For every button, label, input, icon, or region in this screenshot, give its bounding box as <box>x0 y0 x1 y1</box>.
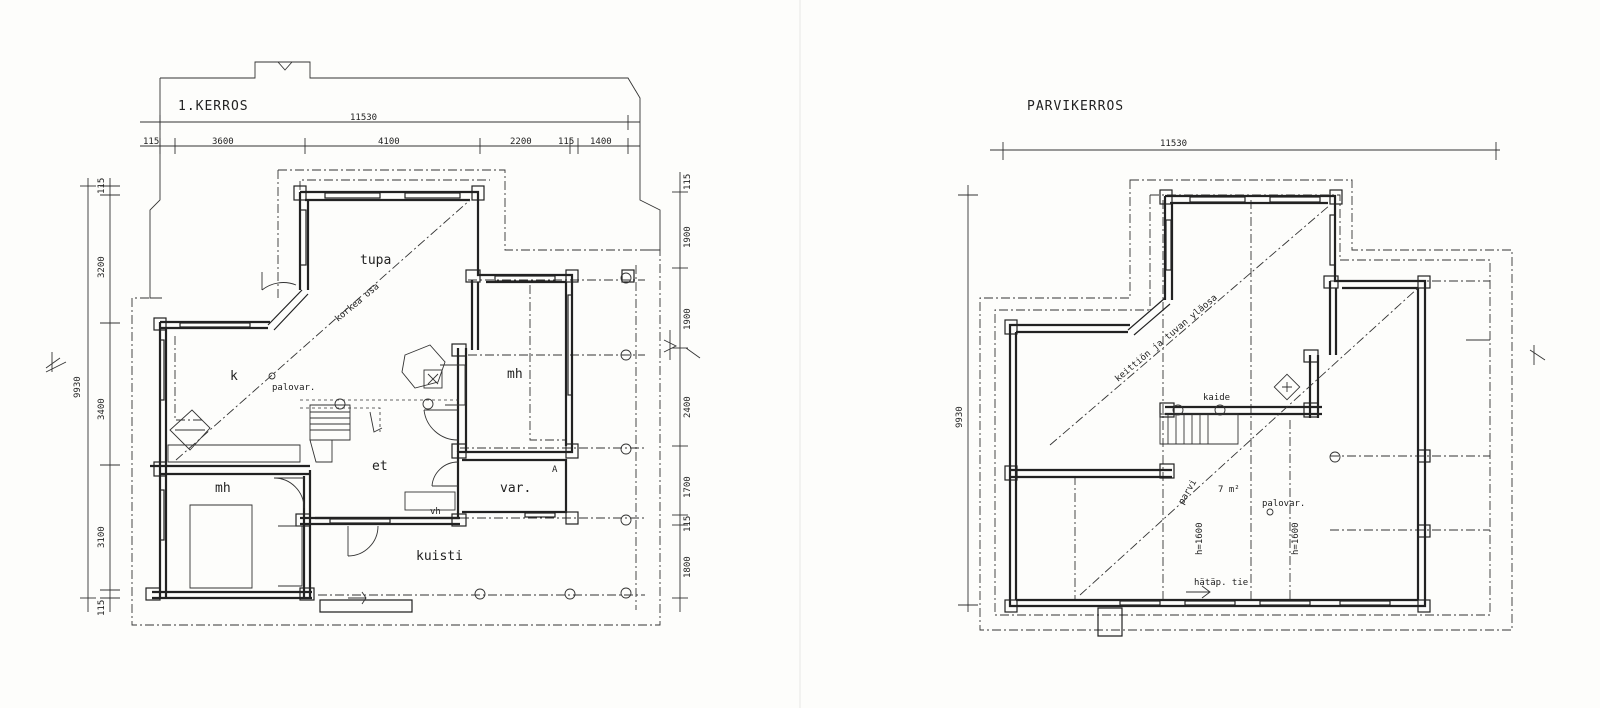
room-label-k: k <box>230 369 238 384</box>
loft-foundation-inner <box>994 194 1491 616</box>
dim-left-4: 3100 <box>97 526 107 548</box>
dim-right-4: 2400 <box>683 396 693 418</box>
dim-left-3: 3400 <box>97 398 107 420</box>
dim-right-7: 1800 <box>683 556 693 578</box>
dim-total-width: 11530 <box>350 113 377 123</box>
loft-dim-ticks-left <box>958 194 978 606</box>
dim-left-1: 115 <box>97 178 107 194</box>
first-floor-title: 1.KERROS <box>178 99 249 114</box>
dim-top-5: 115 <box>558 137 574 147</box>
label-marker-a: A <box>552 465 558 475</box>
log-joints <box>145 185 635 601</box>
loft-label-palovar: palovar. <box>1262 499 1305 509</box>
loft-walls <box>1008 194 1427 637</box>
loft-foundation-outline <box>979 179 1513 631</box>
room-label-mh-lower: mh <box>215 481 231 496</box>
label-korkea-osa: korkea osa <box>334 282 382 324</box>
loft-dim-total-width: 11530 <box>1160 139 1187 149</box>
loft-diagonal-line-upper <box>1049 204 1331 446</box>
room-label-var: var. <box>500 481 531 496</box>
room-label-kuisti: kuisti <box>416 549 463 564</box>
loft-title: PARVIKERROS <box>1027 99 1124 114</box>
loft-label-hatap: hätäp. tie <box>1194 578 1248 588</box>
dim-top-4: 2200 <box>510 137 532 147</box>
room-label-et: et <box>372 459 388 474</box>
loft-dim-left-total: 9930 <box>955 406 965 428</box>
dim-ticks-right <box>672 191 688 599</box>
dim-left-2: 3200 <box>97 256 107 278</box>
loft-section-mark <box>1466 339 1546 365</box>
door-swings <box>261 272 459 557</box>
dim-top-3: 4100 <box>378 137 400 147</box>
dim-ticks-left <box>80 185 120 599</box>
foundation-outline <box>131 169 661 626</box>
dim-right-3: 1900 <box>683 308 693 330</box>
loft-features <box>1159 373 1341 599</box>
loft-dim-ticks-top <box>1002 142 1497 160</box>
dim-right-1: 115 <box>683 174 693 190</box>
foundation-inner <box>299 179 490 190</box>
loft-label-parvi: parvi <box>1177 478 1199 506</box>
loft-label-area: 7 m² <box>1218 485 1240 495</box>
room-label-tupa: tupa <box>360 253 391 268</box>
dim-right-6: 115 <box>683 516 693 532</box>
first-floor-plan: 1.KERROS 11530 115 3600 4100 2200 115 14… <box>45 61 701 626</box>
loft-windows <box>1119 196 1391 606</box>
dim-ticks-top <box>159 115 629 154</box>
dim-left-total: 9930 <box>73 376 83 398</box>
dim-left-5: 115 <box>97 600 107 616</box>
loft-diagonal-line <box>1079 287 1419 596</box>
label-palovar-first: palovar. <box>272 383 315 393</box>
dim-right-2: 1900 <box>683 226 693 248</box>
dim-top-2: 3600 <box>212 137 234 147</box>
section-mark-right <box>663 330 701 360</box>
dim-left-labels: 9930 115 3200 3400 3100 115 <box>73 178 107 616</box>
loft-label-height-a: h=1600 <box>1195 522 1205 555</box>
roof-outline <box>160 61 661 251</box>
room-label-vh: vh <box>430 507 441 517</box>
room-label-mh-upper: mh <box>507 367 523 382</box>
dim-right-5: 1700 <box>683 476 693 498</box>
dim-top-6: 1400 <box>590 137 612 147</box>
arrow-marker <box>277 61 293 71</box>
loft-plan: PARVIKERROS 11530 9930 <box>955 99 1546 637</box>
interior-features <box>167 272 632 600</box>
loft-label-height-b: h=1600 <box>1291 522 1301 555</box>
high-ceiling-line <box>175 199 471 461</box>
dim-top-1: 115 <box>143 137 159 147</box>
loft-log-joints <box>1004 189 1431 613</box>
windows <box>159 192 573 541</box>
section-mark-left <box>45 352 67 373</box>
loft-label-kaide: kaide <box>1203 393 1230 403</box>
roof-outline-left <box>149 78 162 299</box>
dim-right-labels: 115 1900 1900 2400 1700 115 1800 <box>683 174 693 578</box>
